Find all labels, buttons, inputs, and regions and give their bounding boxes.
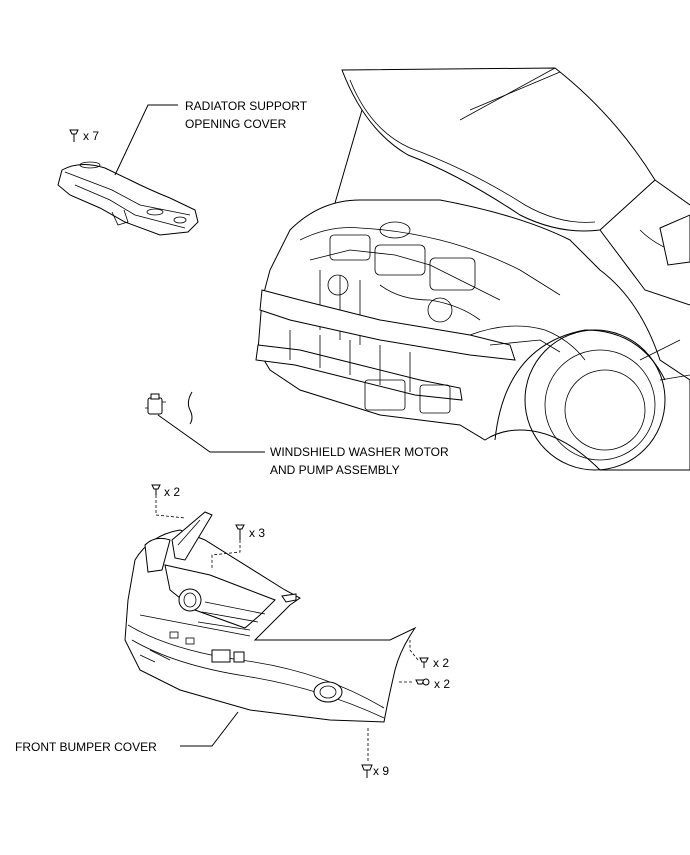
clip-cover-count: x 7 [83, 129, 99, 143]
bumper-clip-right-lower-icon [398, 678, 430, 686]
screw-grille-count: x 3 [249, 526, 265, 540]
front-bumper-cover-label: FRONT BUMPER COVER [15, 740, 157, 754]
bumper-screw-right-upper-icon [409, 640, 429, 668]
radiator-cover-label-line2: OPENING COVER [185, 117, 287, 131]
car-front-illustration [255, 67, 690, 471]
radiator-support-opening-cover [57, 104, 199, 236]
front-bumper-cover [124, 511, 417, 747]
bolt-bottom-count: x 9 [373, 764, 389, 778]
clip-right-lower-count: x 2 [434, 677, 450, 691]
washer-motor-pump-icon [145, 391, 265, 453]
bumper-clip-top-left-icon [151, 484, 186, 519]
washer-label-line2: AND PUMP ASSEMBLY [270, 463, 400, 477]
bumper-screw-grille-icon [211, 524, 245, 570]
bumper-bolt-bottom-icon [361, 728, 373, 778]
clip-top-left-count: x 2 [164, 485, 180, 499]
cover-clip-icon [69, 129, 79, 142]
radiator-cover-label-line1: RADIATOR SUPPORT [185, 99, 308, 113]
screw-right-upper-count: x 2 [433, 656, 449, 670]
washer-label-line1: WINDSHIELD WASHER MOTOR [270, 445, 449, 459]
